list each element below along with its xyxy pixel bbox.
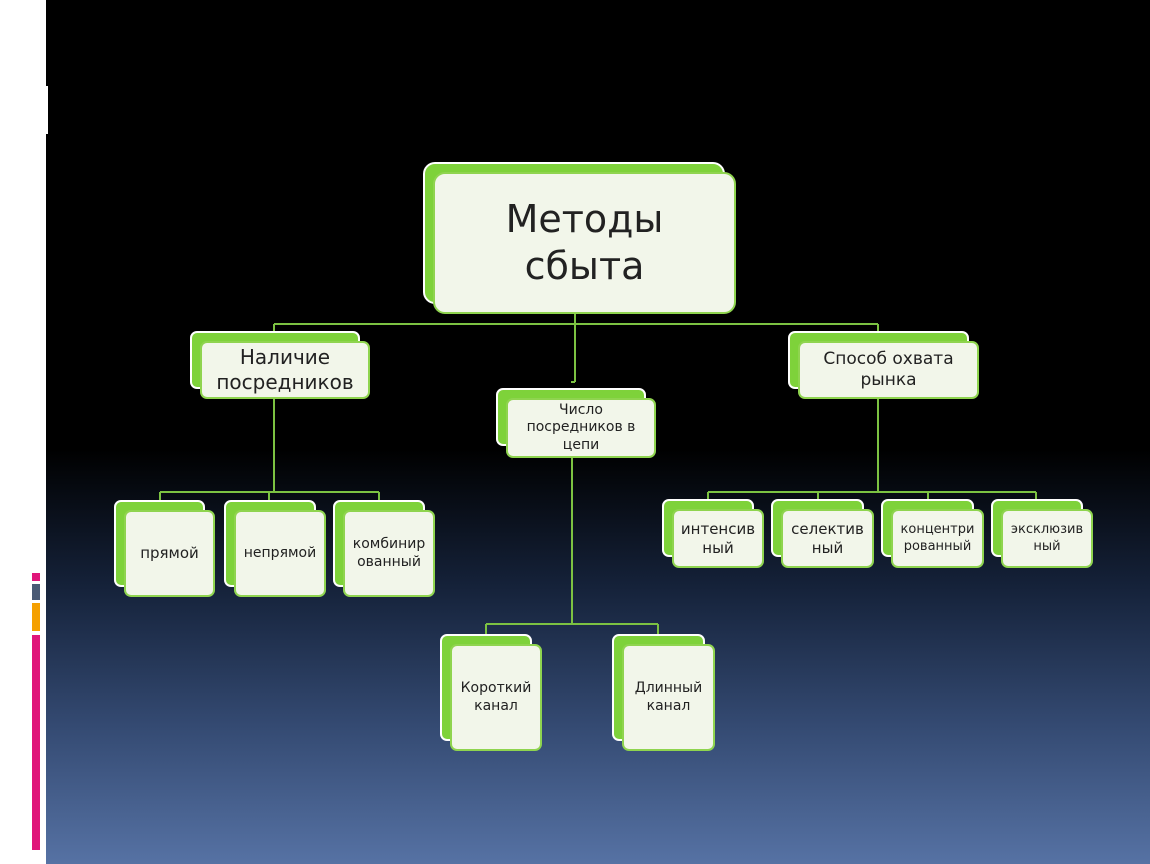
edge-stripe-orange <box>32 603 40 631</box>
leaf-label-long-channel: Длинный канал <box>634 680 703 714</box>
root-node: Методы сбыта <box>423 162 736 314</box>
edge-stripe-magenta-top <box>32 573 40 581</box>
leaf-label-short-channel: Короткий канал <box>460 680 532 714</box>
branch-node-coverage: Способ охвата рынка <box>788 331 979 399</box>
leaf-label-intensive: интенсив ный <box>680 519 756 557</box>
edge-stripe-slate <box>32 584 40 600</box>
branch-label-coverage: Способ охвата рынка <box>823 348 954 390</box>
leaf-node-exclusive: эксклюзив ный <box>991 499 1093 568</box>
leaf-node-selective: селектив ный <box>771 499 874 568</box>
leaf-label-combined: комбинир ованный <box>352 536 426 570</box>
decorative-bars <box>22 86 48 134</box>
leaf-label-indirect: непрямой <box>243 544 317 561</box>
branch-label-chain: Число посредников в цепи <box>526 401 636 453</box>
leaf-node-short-channel: Короткий канал <box>440 634 542 751</box>
leaf-node-intensive: интенсив ный <box>662 499 764 568</box>
leaf-label-exclusive: эксклюзив ный <box>1010 522 1084 554</box>
root-label: Методы сбыта <box>505 196 664 289</box>
branch-node-chain: Число посредников в цепи <box>496 388 656 458</box>
leaf-label-direct: прямой <box>140 544 199 563</box>
branch-label-intermediaries: Наличие посредников <box>216 345 354 394</box>
leaf-node-combined: комбинир ованный <box>333 500 435 597</box>
leaf-node-long-channel: Длинный канал <box>612 634 715 751</box>
leaf-label-concentrated: концентри рованный <box>900 522 975 554</box>
leaf-node-direct: прямой <box>114 500 215 597</box>
leaf-label-selective: селектив ный <box>791 519 864 557</box>
leaf-node-concentrated: концентри рованный <box>881 499 984 568</box>
edge-stripe-magenta <box>32 635 40 850</box>
leaf-node-indirect: непрямой <box>224 500 326 597</box>
branch-node-intermediaries: Наличие посредников <box>190 331 370 399</box>
